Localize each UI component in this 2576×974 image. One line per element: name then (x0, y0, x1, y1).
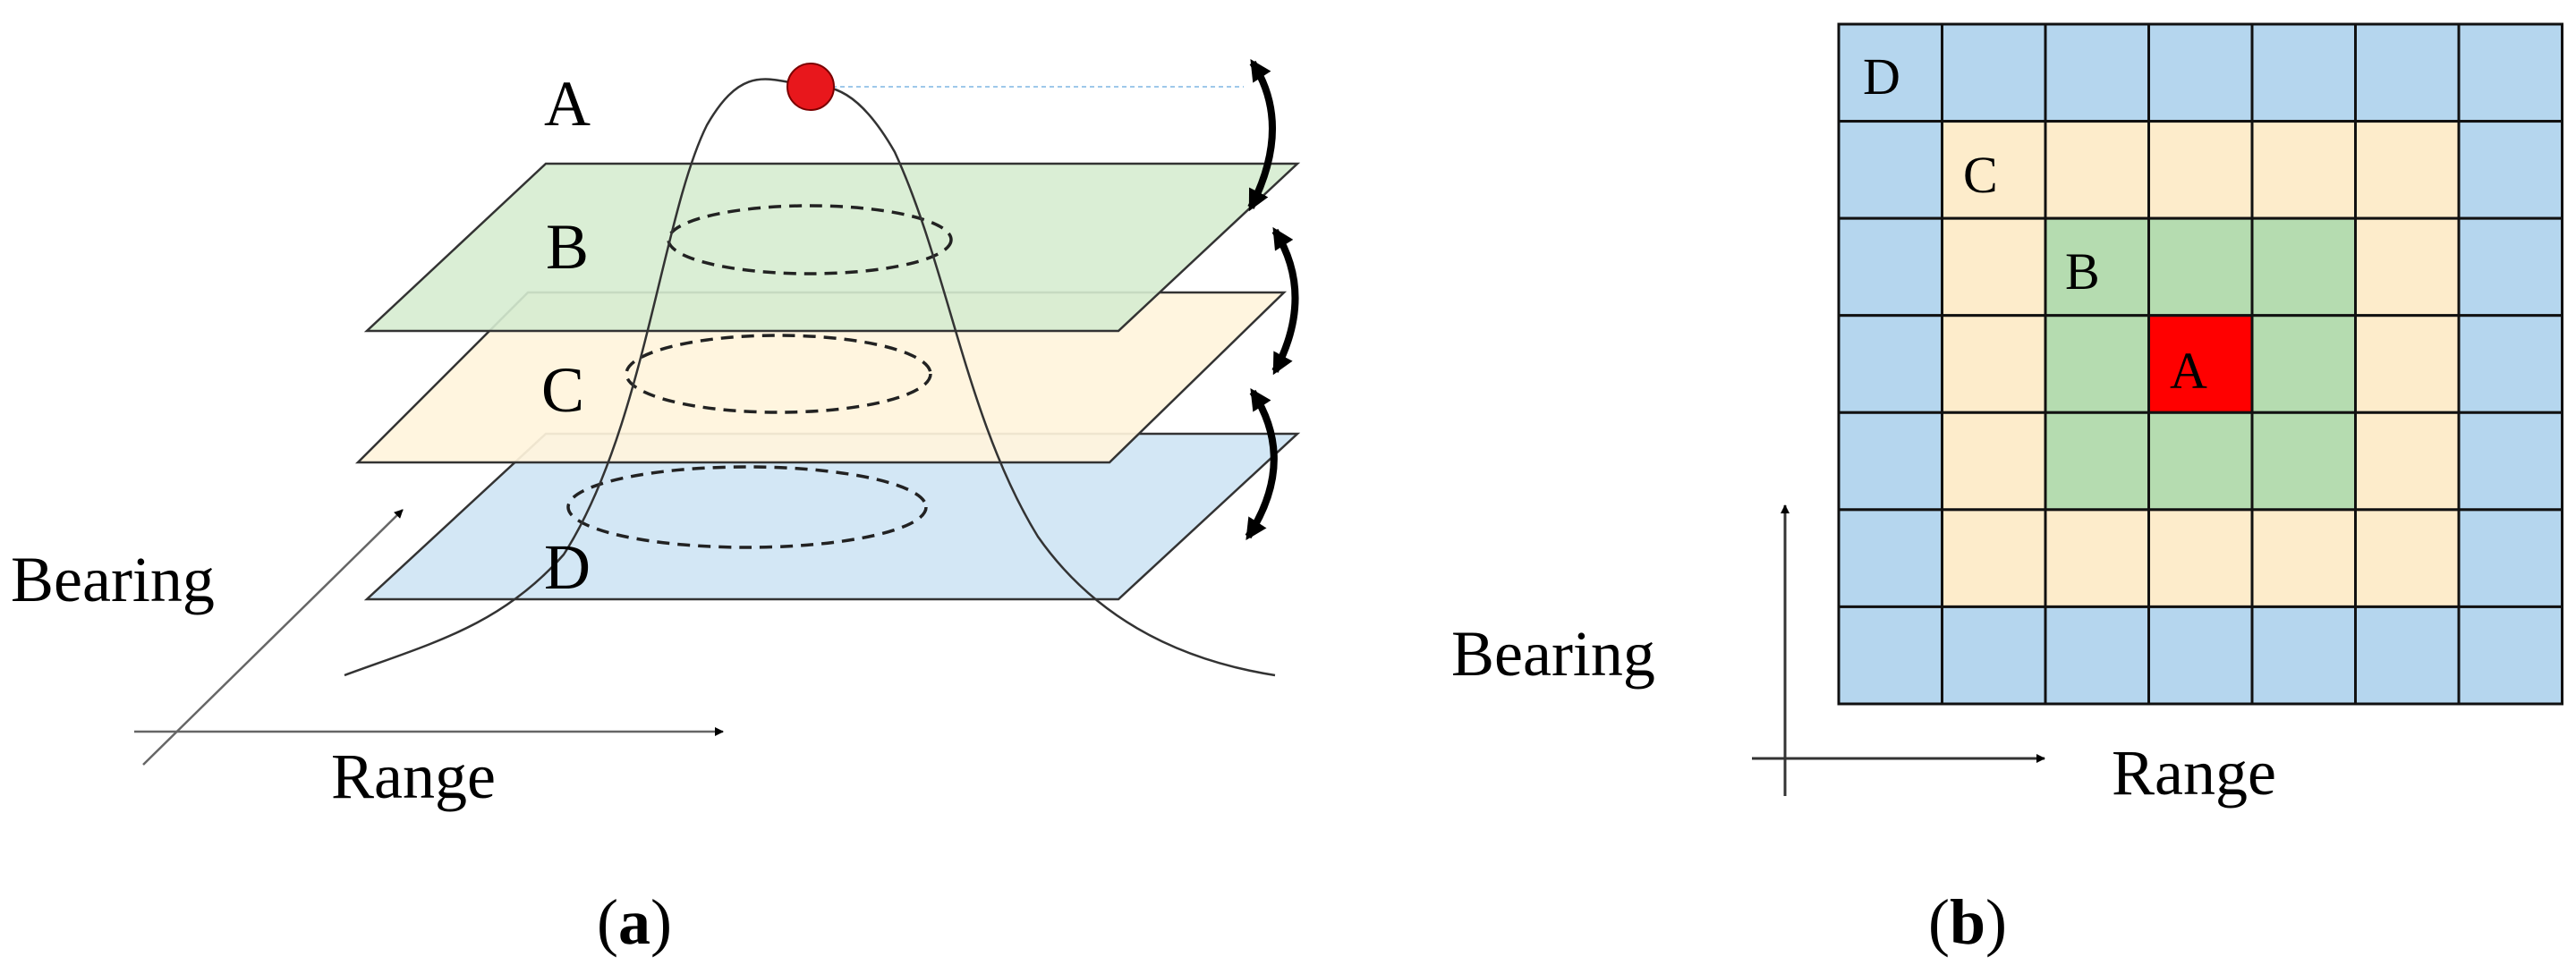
grid-cell-zone-b (2147, 411, 2254, 512)
curved-arrow-bc (1271, 226, 1299, 376)
grid-cell-zone-d (1837, 120, 1943, 220)
grid-cell-zone-c (2147, 120, 2254, 220)
label-b-panel-a: B (546, 211, 589, 283)
caption-b-open: ( (1928, 886, 1950, 958)
label-d-panel-a: D (544, 531, 591, 603)
grid-cell-zone-d (2354, 22, 2461, 123)
label-d-panel-b: D (1863, 47, 1900, 106)
label-b-panel-b: B (2065, 242, 2100, 301)
zone-grid (1837, 22, 2563, 706)
range-label-a: Range (331, 741, 496, 812)
plane-d (363, 432, 1301, 601)
grid-cell-zone-c (2354, 314, 2461, 414)
grid-cell-zone-c (2354, 120, 2461, 220)
grid-cell-zone-d (1837, 314, 1943, 414)
grid-cell-zone-b (2044, 216, 2150, 318)
panel-a: A B C D Bearing Range (a) (11, 58, 1301, 958)
bearing-label-b: Bearing (1451, 618, 1655, 690)
grid-cell-zone-b (2250, 411, 2357, 512)
cross-section-d (566, 465, 928, 549)
caption-b-close: ) (1985, 886, 2007, 958)
grid-cell-zone-c (2147, 508, 2254, 608)
peak-point (786, 63, 835, 111)
grid-cell-zone-c (1941, 411, 2047, 512)
grid-cell-zone-d (1837, 411, 1943, 512)
grid-cell-zone-d (2457, 120, 2563, 220)
grid-cell-zone-d (2044, 605, 2150, 706)
grid-cell-zone-d (1837, 22, 1943, 123)
grid-cell-zone-d (1837, 605, 1943, 706)
cross-section-b (667, 204, 953, 275)
grid-cell-zone-c (1941, 120, 2047, 220)
grid-cell-zone-d (2457, 411, 2563, 512)
panel-b: D C B A Bearing Range (b) (1451, 22, 2563, 958)
caption-a-close: ) (650, 886, 672, 958)
grid-cell-zone-d (2044, 22, 2150, 123)
caption-b-letter: b (1950, 886, 1985, 958)
plane-b (363, 162, 1301, 333)
grid-cell-zone-c (2354, 508, 2461, 608)
grid-cell-zone-d (2457, 605, 2563, 706)
range-label-b: Range (2112, 737, 2276, 809)
curved-arrow-cd (1245, 387, 1278, 541)
bearing-label-a: Bearing (11, 544, 215, 615)
grid-cell-zone-c (2354, 411, 2461, 512)
grid-cell-zone-d (2147, 22, 2254, 123)
caption-a-letter: a (618, 886, 650, 958)
grid-cell-zone-c (2354, 216, 2461, 318)
grid-cell-zone-d (1941, 605, 2047, 706)
grid-cell-zone-c (1941, 216, 2047, 318)
grid-cell-zone-d (2354, 605, 2461, 706)
grid-cell-zone-b (2044, 411, 2150, 512)
grid-cell-zone-c (2250, 120, 2357, 220)
grid-cell-zone-d (2457, 216, 2563, 318)
label-c-panel-b: C (1963, 146, 1998, 204)
grid-cell-zone-d (2457, 508, 2563, 608)
grid-cell-zone-b (2250, 314, 2357, 414)
grid-cell-zone-b (2250, 216, 2357, 318)
label-c-panel-a: C (541, 354, 584, 426)
grid-cell-zone-d (2457, 314, 2563, 414)
grid-cell-zone-c (2044, 508, 2150, 608)
grid-cell-zone-c (2250, 508, 2357, 608)
caption-a-open: ( (597, 886, 618, 958)
grid-cell-zone-d (1941, 22, 2047, 123)
grid-cell-zone-d (2250, 22, 2357, 123)
caption-b: (b) (1928, 886, 2007, 958)
grid-cell-zone-c (2044, 120, 2150, 220)
grid-cell-zone-c (1941, 314, 2047, 414)
grid-cell-zone-d (2147, 605, 2254, 706)
grid-cell-zone-b (2147, 216, 2254, 318)
label-a-panel-b: A (2170, 342, 2207, 400)
grid-cell-zone-b (2044, 314, 2150, 414)
caption-a: (a) (597, 886, 672, 958)
grid-cell-zone-d (1837, 508, 1943, 608)
bearing-axis-a (142, 509, 404, 766)
label-a-panel-a: A (544, 68, 591, 140)
grid-cell-zone-d (1837, 216, 1943, 318)
curved-arrow-ab (1247, 58, 1276, 212)
cross-section-c (625, 334, 932, 414)
grid-cell-zone-d (2457, 22, 2563, 123)
grid-cell-zone-d (2250, 605, 2357, 706)
grid-cell-zone-c (1941, 508, 2047, 608)
